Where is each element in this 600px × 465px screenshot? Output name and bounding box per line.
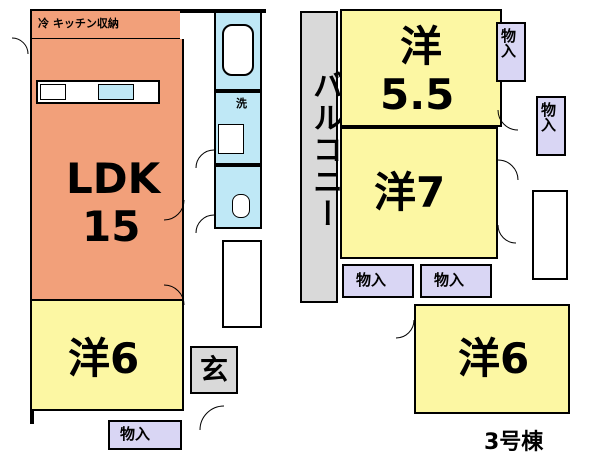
entrance [190, 346, 238, 394]
closet-c [342, 264, 414, 298]
bedroom-6-first-floor [30, 299, 184, 411]
bedroom-5-5-label: 洋 [400, 22, 443, 71]
closet-a-label: 物入 [499, 28, 517, 58]
closet-c-label: 物入 [356, 271, 387, 289]
bedroom-7 [340, 127, 498, 259]
bedroom-5-5 [340, 9, 502, 127]
bedroom-6-first-floor-label: 洋6 [68, 334, 140, 383]
ldk-size: 15 [82, 202, 141, 251]
closet-first-floor-label: 物入 [120, 425, 151, 443]
closet-b-label: 物入 [539, 102, 557, 132]
stairs [222, 240, 262, 328]
bedroom-7-label: 洋7 [374, 168, 446, 217]
balcony [300, 11, 338, 303]
bedroom-6-second-floor-label: 洋6 [458, 334, 530, 383]
washroom-label: 洗 [236, 97, 247, 110]
closet-first-floor [108, 420, 182, 450]
closet-d [420, 264, 492, 298]
kitchen-storage-label: 冷 キッチン収納 [38, 17, 119, 30]
stove [40, 84, 66, 100]
entrance-label: 玄 [200, 353, 229, 386]
building-label: 3号棟 [484, 430, 544, 455]
bathtub [222, 24, 254, 76]
kitchen-storage-area [32, 11, 180, 39]
bedroom-6-second-floor [414, 304, 570, 414]
balcony-label: バルコニー [307, 70, 342, 230]
closet-a [496, 22, 526, 82]
ldk-label: LDK [66, 154, 161, 203]
closet-d-label: 物入 [434, 271, 465, 289]
bedroom-5-5-size: 5.5 [380, 70, 455, 119]
wash-basin [218, 124, 244, 154]
closet-b [536, 96, 566, 156]
toilet [232, 194, 250, 218]
stairs-second-floor [532, 190, 568, 280]
sink [98, 84, 134, 100]
